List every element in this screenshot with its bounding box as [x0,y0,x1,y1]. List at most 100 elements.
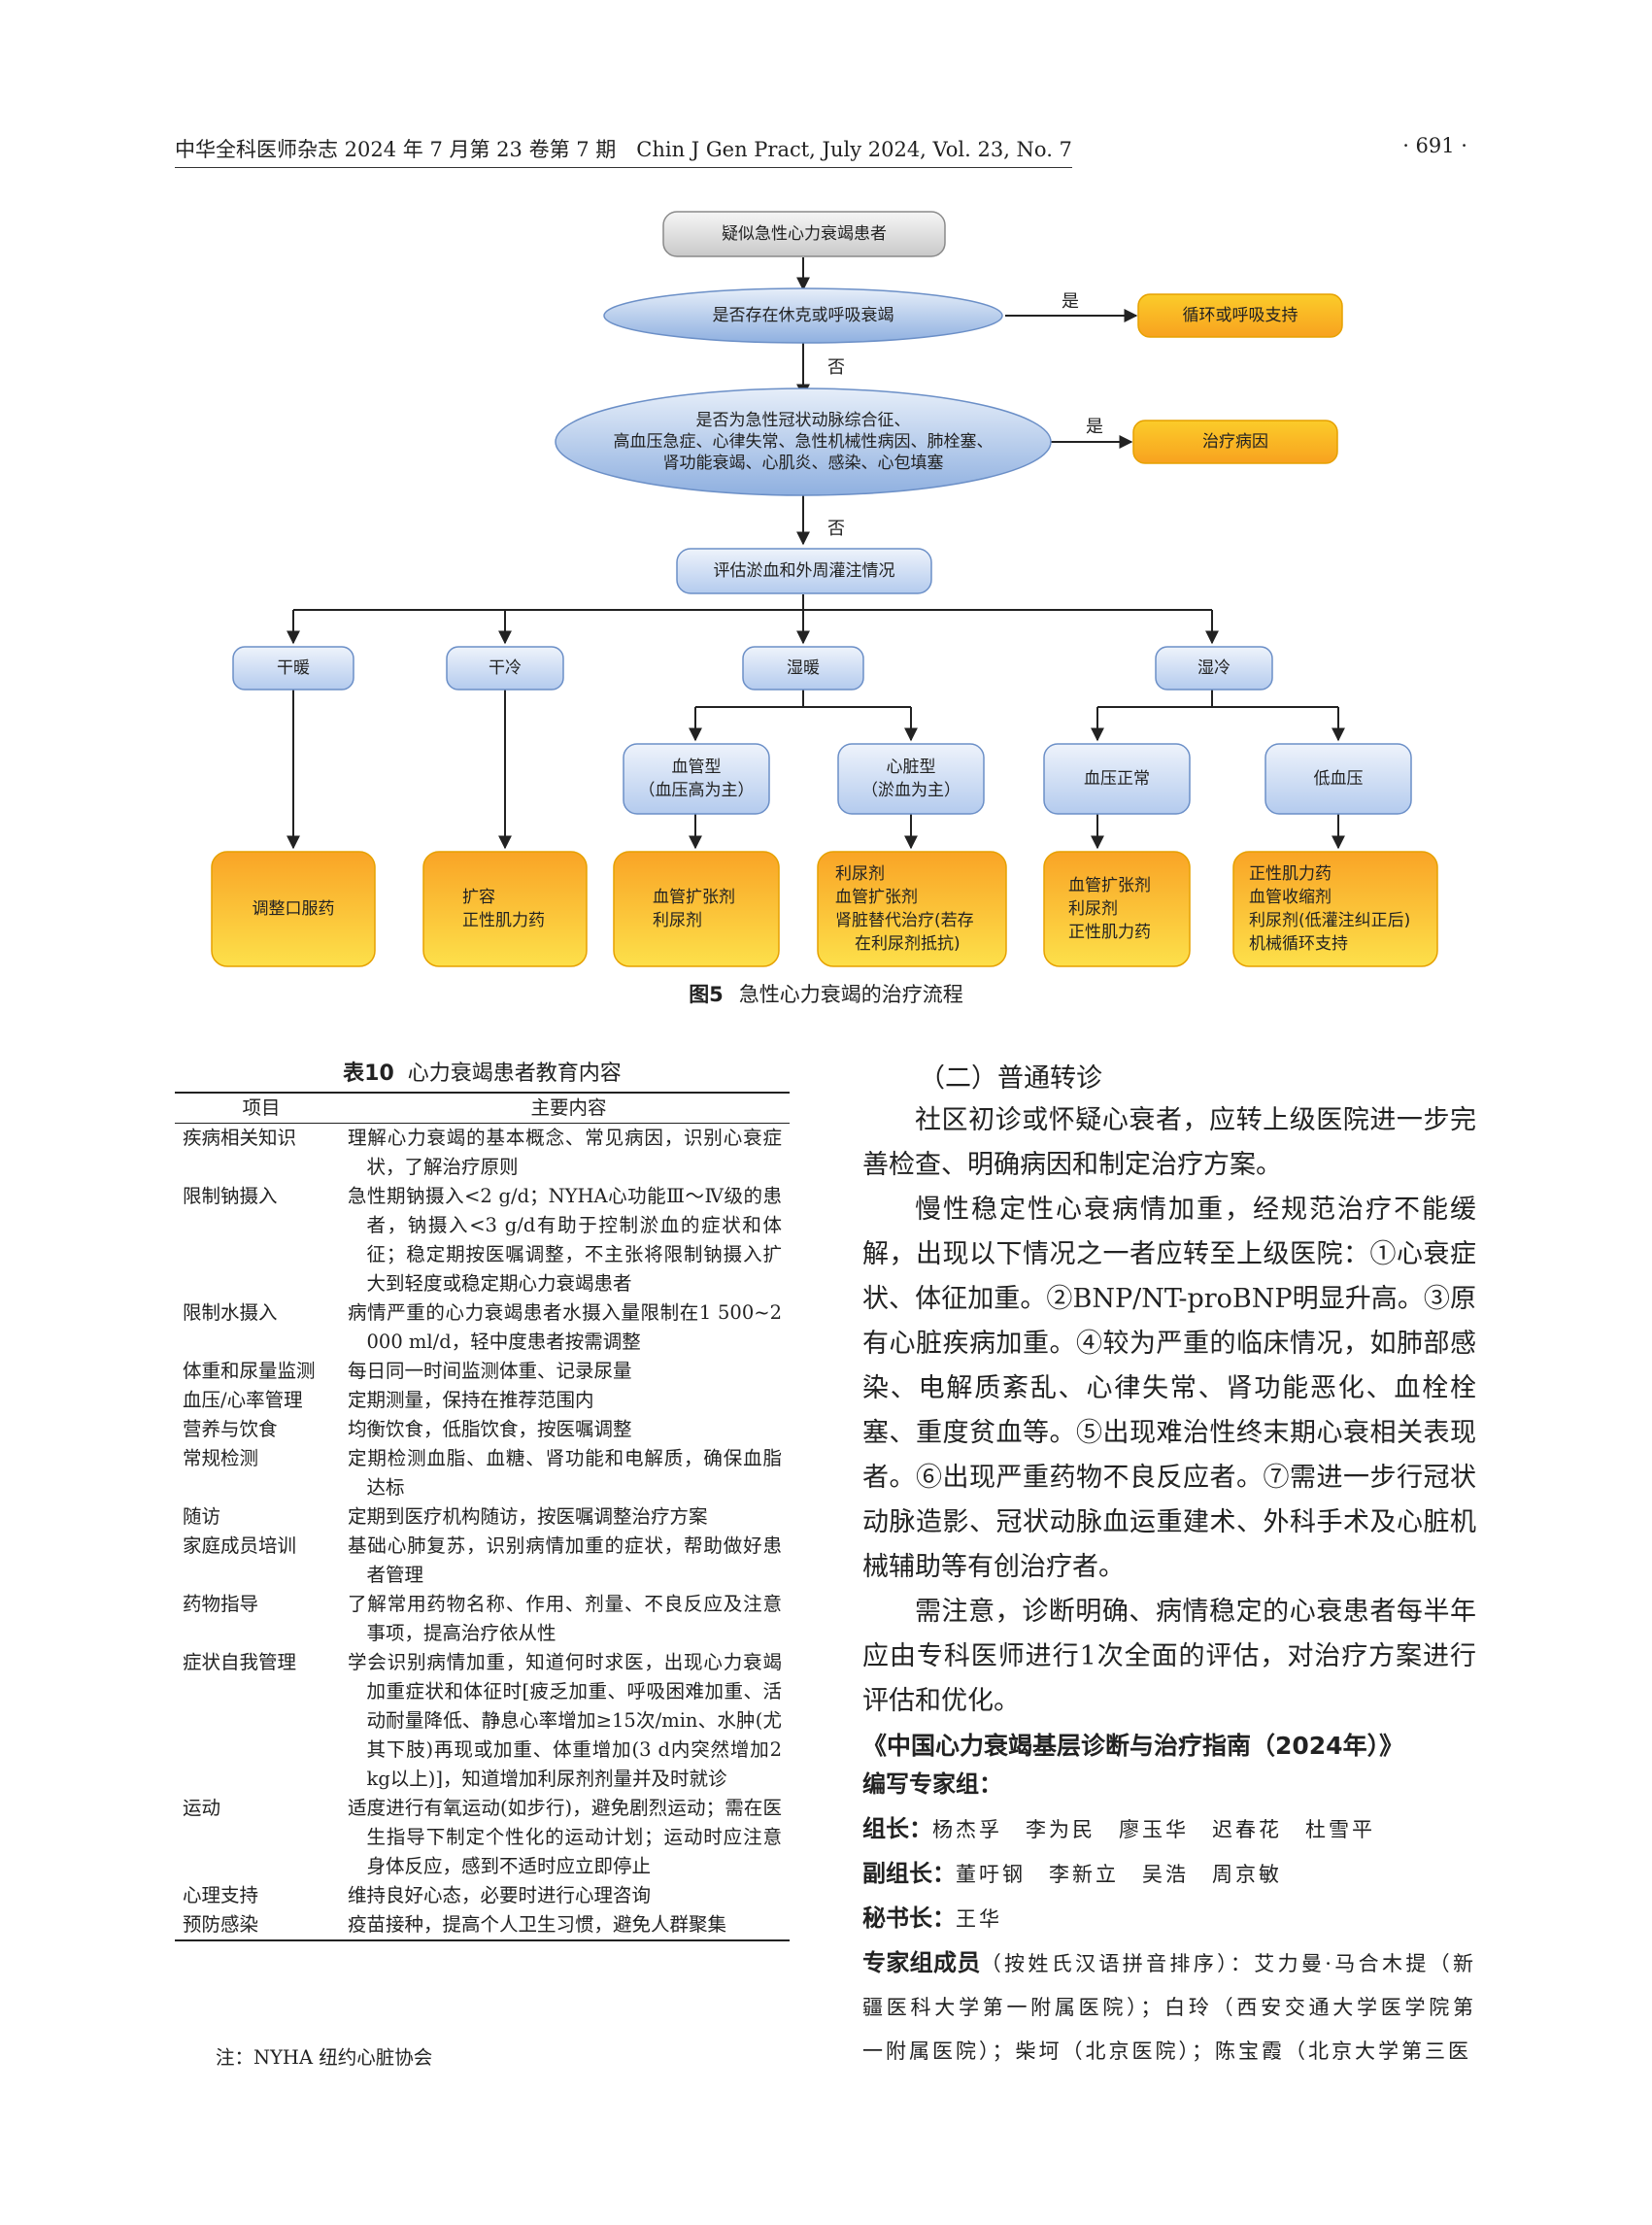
paragraph: 社区初诊或怀疑心衰者，应转上级医院进一步完善检查、明确病因和制定治疗方案。 [862,1105,1476,1180]
row-item: 血压/心率管理 [183,1389,303,1411]
svg-text:利尿剂: 利尿剂 [653,911,702,930]
row-content: 均衡饮食，低脂饮食，按医嘱调整 [348,1418,632,1440]
guideline-title: 《中国心力衰竭基层诊断与治疗指南（2024年）》 [862,1732,1404,1760]
row-item: 限制水摄入 [183,1301,278,1324]
assess-node: 评估淤血和外周灌注情况 [676,548,932,594]
svg-text:干暖: 干暖 [277,658,310,678]
q2-no-label: 否 [827,519,845,539]
row-item: 药物指导 [183,1593,259,1615]
svg-text:血管扩张剂: 血管扩张剂 [1068,876,1151,895]
table-row: 营养与饮食 均衡饮食，低脂饮食，按医嘱调整 [175,1415,790,1444]
svg-text:心脏型: 心脏型 [887,758,936,777]
table-row: 限制水摄入病情严重的心力衰竭患者水摄入量限制在1 500~2 000 ml/d，… [175,1298,790,1357]
category-wet-cold: 湿冷 [1155,646,1273,691]
secretary-name: 王华 [956,1907,1002,1931]
row-content: 定期测量，保持在推荐范围内 [348,1389,594,1411]
treatment-vascular: 血管扩张剂 利尿剂 [613,851,780,967]
row-item: 常规检测 [183,1447,259,1469]
table-row: 限制钠摄入急性期钠摄入<2 g/d；NYHA心功能Ⅲ～Ⅳ级的患者，钠摄入<3 g… [175,1182,790,1298]
svg-text:疑似急性心力衰竭患者: 疑似急性心力衰竭患者 [722,224,887,244]
svg-text:利尿剂(低灌注纠正后): 利尿剂(低灌注纠正后) [1249,911,1410,930]
table-row: 家庭成员培训 基础心肺复苏，识别病情加重的症状，帮助做好患者管理 [175,1532,790,1590]
row-content: 维持良好心态，必要时进行心理咨询 [348,1884,652,1906]
treatment-dry-cold: 扩容 正性肌力药 [422,851,588,967]
row-item: 心理支持 [183,1884,259,1906]
row-content: 疫苗接种，提高个人卫生习惯，避免人群聚集 [348,1913,727,1936]
svg-text:利尿剂: 利尿剂 [835,864,885,884]
row-content: 定期到医疗机构随访，按医嘱调整治疗方案 [348,1505,708,1528]
q2-yes-label: 是 [1086,417,1103,437]
row-item: 疾病相关知识 [183,1127,297,1149]
svg-text:扩容: 扩容 [462,888,495,907]
svg-text:在利尿剂抵抗): 在利尿剂抵抗) [855,934,961,954]
svg-text:干冷: 干冷 [489,658,522,678]
svg-text:正性肌力药: 正性肌力药 [1068,923,1151,942]
treatment-flowchart: 是 否 是 否 疑似急性心力衰竭患者 是否存在休克或呼吸衰竭 循环或呼吸支持 是… [211,211,1438,967]
q1-yes-label: 是 [1062,291,1079,312]
svg-text:循环或呼吸支持: 循环或呼吸支持 [1183,306,1298,325]
svg-text:高血压急症、心律失常、急性机械性病因、肺栓塞、: 高血压急症、心律失常、急性机械性病因、肺栓塞、 [614,432,994,452]
category-dry-warm: 干暖 [232,646,354,691]
table-row: 常规检测定期检测血脂、血糖、肾功能和电解质，确保血脂达标 [175,1444,790,1502]
svg-text:血压正常: 血压正常 [1084,769,1150,789]
row-content: 理解心力衰竭的基本概念、常见病因，识别心衰症状，了解治疗原则 [348,1127,782,1178]
svg-text:肾脏替代治疗(若存: 肾脏替代治疗(若存 [835,911,974,930]
section-subheading: （二）普通转诊 [919,1063,1102,1094]
q1-no-label: 否 [827,357,845,378]
q2-cause-node: 是否为急性冠状动脉综合征、 高血压急症、心律失常、急性机械性病因、肺栓塞、 肾功… [555,388,1052,496]
column-header-content: 主要内容 [348,1092,790,1124]
svg-text:评估淤血和外周灌注情况: 评估淤血和外周灌注情况 [714,561,895,581]
member-list: （按姓氏汉语拼音排序）：艾力曼·马合木提（新疆医科大学第一附属医院）；白玲（西安… [862,1952,1476,2063]
svg-text:血管扩张剂: 血管扩张剂 [835,888,918,907]
svg-text:肾功能衰竭、心肌炎、感染、心包填塞: 肾功能衰竭、心肌炎、感染、心包填塞 [663,454,944,473]
svg-text:湿冷: 湿冷 [1197,658,1231,678]
table-row: 症状自我管理学会识别病情加重，知道何时求医，出现心力衰竭加重症状和体征时[疲乏加… [175,1648,790,1794]
row-item: 运动 [183,1797,221,1819]
q1-yes-action: 循环或呼吸支持 [1137,293,1343,338]
row-item: 限制钠摄入 [183,1185,278,1207]
paragraph: 慢性稳定性心衰病情加重，经规范治疗不能缓解，出现以下情况之一者应转至上级医院：①… [862,1195,1476,1582]
svg-text:（淤血为主）: （淤血为主） [861,781,961,800]
q1-shock-node: 是否存在休克或呼吸衰竭 [603,287,1003,344]
row-content: 了解常用药物名称、作用、剂量、不良反应及注意事项，提高治疗依从性 [348,1593,782,1644]
row-content: 适度进行有氧运动(如步行)，避免剧烈运动；需在医生指导下制定个性化的运动计划；运… [348,1797,782,1877]
table-row: 随访 定期到医疗机构随访，按医嘱调整治疗方案 [175,1502,790,1532]
svg-text:正性肌力药: 正性肌力药 [462,911,545,930]
svg-text:机械循环支持: 机械循环支持 [1249,934,1348,954]
subtype-bp-low: 低血压 [1264,743,1412,815]
paragraph: 需注意，诊断明确、病情稳定的心衰患者每半年应由专科医师进行1次全面的评估，对治疗… [862,1597,1476,1716]
svg-text:血管型: 血管型 [672,758,722,777]
start-node: 疑似急性心力衰竭患者 [662,211,946,257]
category-wet-warm: 湿暖 [742,646,864,691]
vice-leader-names: 董吁钢 李新立 吴浩 周京敏 [956,1863,1282,1886]
svg-text:调整口服药: 调整口服药 [253,899,335,919]
svg-text:是否存在休克或呼吸衰竭: 是否存在休克或呼吸衰竭 [713,306,894,325]
row-item: 随访 [183,1505,221,1528]
treatment-bp-normal: 血管扩张剂 利尿剂 正性肌力药 [1043,851,1191,967]
treatment-cardiac: 利尿剂 血管扩张剂 肾脏替代治疗(若存 在利尿剂抵抗) [817,851,1007,967]
q2-yes-action: 治疗病因 [1132,420,1338,464]
svg-text:湿暖: 湿暖 [787,658,820,678]
row-content: 学会识别病情加重，知道何时求医，出现心力衰竭加重症状和体征时[疲乏加重、呼吸困难… [348,1651,782,1790]
svg-text:是否为急性冠状动脉综合征、: 是否为急性冠状动脉综合征、 [696,411,911,430]
treatment-dry-warm: 调整口服药 [211,851,376,967]
row-content: 基础心肺复苏，识别病情加重的症状，帮助做好患者管理 [348,1534,782,1586]
column-header-item: 项目 [175,1092,348,1124]
row-item: 家庭成员培训 [183,1534,297,1557]
journal-header: 中华全科医师杂志 2024 年 7 月第 23 卷第 7 期 Chin J Ge… [175,134,1072,168]
leader-names: 杨杰孚 李为民 廖玉华 迟春花 杜雪平 [932,1818,1375,1841]
row-item: 营养与饮食 [183,1418,278,1440]
table-row: 药物指导 了解常用药物名称、作用、剂量、不良反应及注意事项，提高治疗依从性 [175,1590,790,1648]
svg-text:低血压: 低血压 [1314,769,1364,789]
education-table: 项目 主要内容 疾病相关知识 理解心力衰竭的基本概念、常见病因，识别心衰症状，了解… [175,1092,790,1941]
row-content: 每日同一时间监测体重、记录尿量 [348,1360,632,1382]
table-row: 疾病相关知识 理解心力衰竭的基本概念、常见病因，识别心衰症状，了解治疗原则 [175,1124,790,1183]
body-text: 社区初诊或怀疑心衰者，应转上级医院进一步完善检查、明确病因和制定治疗方案。 慢性… [862,1098,1476,1724]
subtype-vascular: 血管型 （血压高为主） [623,743,770,815]
page-number: · 691 · [1402,134,1467,157]
svg-text:血管收缩剂: 血管收缩剂 [1249,888,1332,907]
table-row: 预防感染疫苗接种，提高个人卫生习惯，避免人群聚集 [175,1910,790,1941]
svg-text:正性肌力药: 正性肌力药 [1249,864,1332,884]
